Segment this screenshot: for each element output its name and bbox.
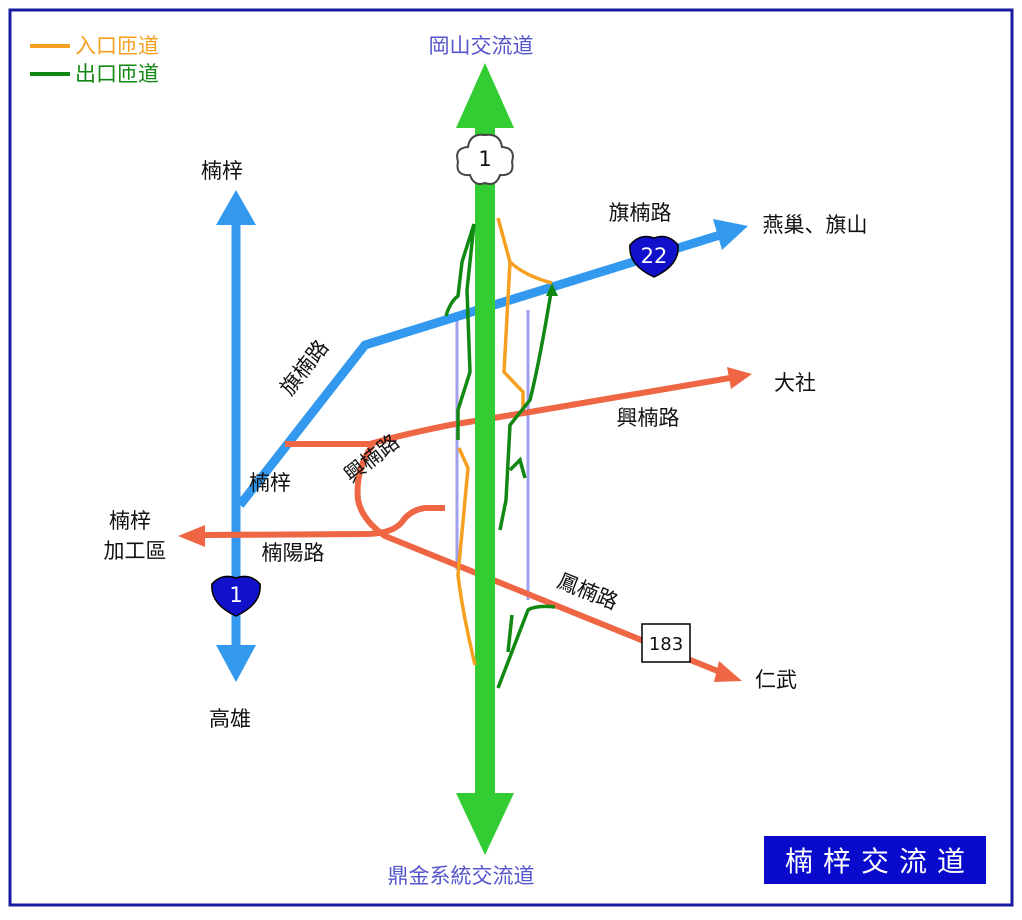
label-nanzi-junction: 楠梓 [249, 471, 291, 495]
label-gaoxiong: 高雄 [209, 707, 251, 731]
provincial-1-shield: 1 [211, 575, 261, 617]
xingnan-road [285, 367, 752, 447]
entrance-ramps [456, 217, 553, 666]
label-nanyang-road: 楠陽路 [262, 541, 325, 565]
legend-entrance-label: 入口匝道 [75, 34, 159, 58]
label-export-zone-line1: 楠梓 [109, 509, 151, 533]
nanyang-road [178, 505, 445, 547]
exit-ramps [444, 223, 558, 689]
county-183-number: 183 [649, 634, 683, 655]
provincial-22-shield: 22 [629, 235, 679, 278]
legend-exit-label: 出口匝道 [75, 62, 159, 86]
freeway-shield-number: 1 [478, 147, 491, 171]
freeway-south-label: 鼎金系統交流道 [388, 864, 535, 888]
label-export-zone-line2: 加工區 [104, 539, 167, 563]
provincial-22-shield-number: 22 [641, 244, 668, 268]
freeway-north-label: 岡山交流道 [429, 34, 534, 58]
qinan-road [236, 219, 748, 508]
label-xingnan-road-left: 興楠路 [339, 430, 403, 488]
label-qinan-road-upper: 旗楠路 [609, 201, 672, 225]
provincial-1-shield-number: 1 [229, 583, 242, 607]
interchange-title: 楠梓交流道 [764, 836, 986, 884]
label-dashe: 大社 [774, 371, 816, 395]
freeway-shield: 1 [456, 133, 514, 185]
map-frame [8, 8, 1014, 907]
county-183-shield: 183 [641, 623, 691, 663]
xingnan-road-branch [354, 444, 742, 682]
label-renwu: 仁武 [755, 668, 797, 692]
label-yanchao-qishan: 燕巢、旗山 [763, 213, 868, 237]
label-nanzi-north: 楠梓 [201, 159, 243, 183]
label-xingnan-road-right: 興楠路 [617, 406, 680, 430]
freeway-1 [456, 63, 514, 855]
